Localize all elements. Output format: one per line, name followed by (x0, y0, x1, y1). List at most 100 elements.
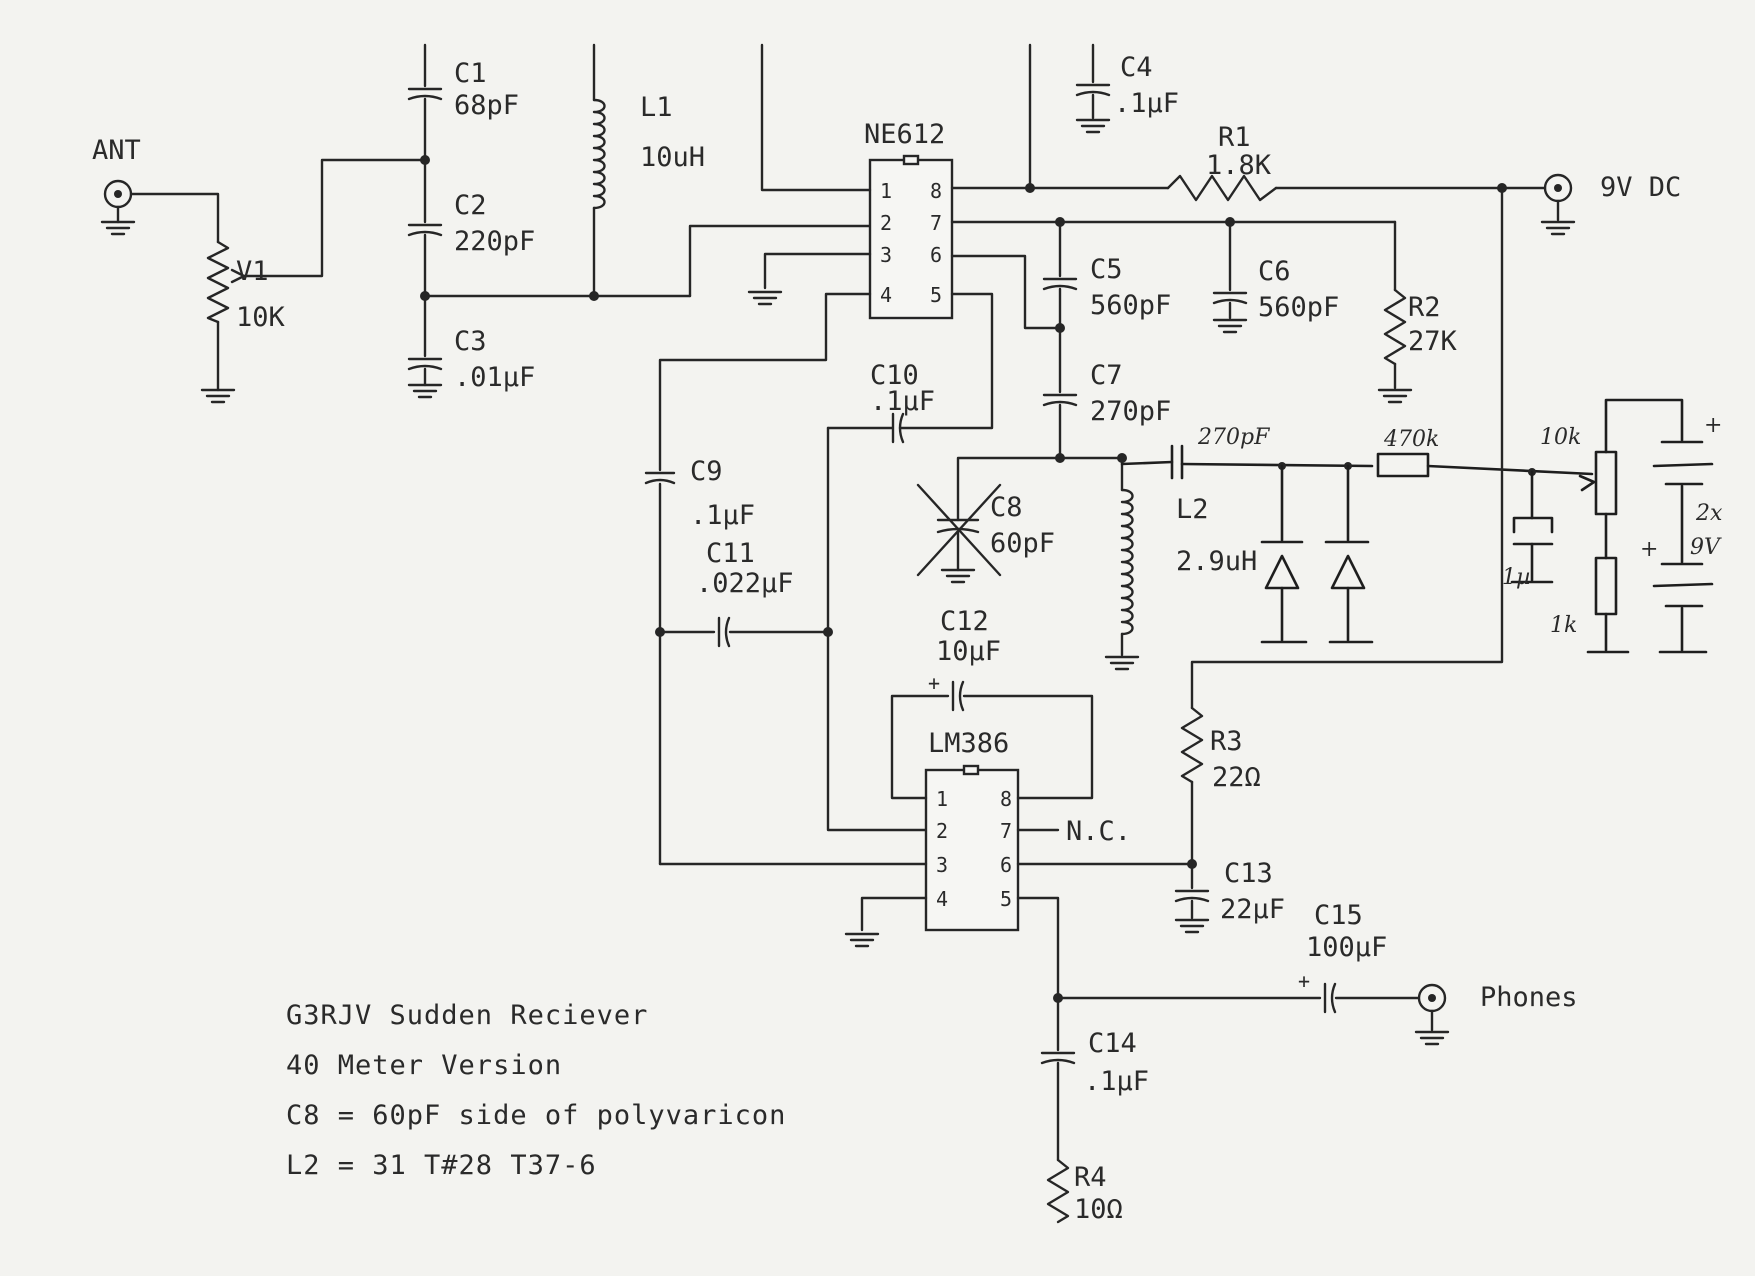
capacitor-c4 (1075, 83, 1111, 97)
c6-value: 560pF (1258, 292, 1339, 323)
pin-label: 1 (936, 787, 948, 811)
l2-value: 2.9uH (1176, 546, 1257, 577)
ground-icon (1212, 318, 1248, 334)
c7-ref: C7 (1090, 360, 1123, 391)
l1-value: 10uH (640, 142, 705, 173)
c13-value: 22µF (1220, 894, 1285, 925)
ground-icon (407, 383, 443, 399)
pin-label: 5 (1000, 887, 1012, 911)
c4-ref: C4 (1120, 52, 1153, 83)
c3-ref: C3 (454, 326, 487, 357)
pin-label: 5 (930, 283, 942, 307)
c10-ref: C10 (870, 360, 919, 391)
pin-label: 3 (936, 853, 948, 877)
capacitor-c12 (951, 680, 965, 712)
r4-value: 10Ω (1074, 1194, 1123, 1225)
hand-plus: + (1640, 537, 1658, 562)
polarity-mark: + (928, 671, 940, 695)
c1-ref: C1 (454, 58, 487, 89)
c2-value: 220pF (454, 226, 535, 257)
pin-label: 3 (880, 243, 892, 267)
c5-value: 560pF (1090, 290, 1171, 321)
resistor-r3 (1180, 706, 1204, 784)
dc-power-jack (1543, 173, 1573, 203)
pin-label: 7 (1000, 819, 1012, 843)
ground-icon (1174, 918, 1210, 934)
ground-icon (940, 568, 976, 584)
capacitor-c5 (1042, 277, 1078, 291)
c9-value: .1µF (690, 500, 755, 531)
l1-ref: L1 (640, 92, 673, 123)
hand-batt-count: 2x (1695, 501, 1723, 526)
capacitor-c2 (407, 223, 443, 237)
c15-value: 100µF (1306, 932, 1387, 963)
pin-label: 6 (930, 243, 942, 267)
c1-value: 68pF (454, 90, 519, 121)
ground-icon (200, 388, 236, 404)
hand-plus: + (1704, 413, 1722, 438)
c14-ref: C14 (1088, 1028, 1137, 1059)
ground-icon (844, 932, 880, 948)
ground-icon (100, 220, 136, 236)
ground-icon (1540, 220, 1576, 236)
pin-label: 6 (1000, 853, 1012, 877)
ground-icon (1377, 388, 1413, 404)
c8-ref: C8 (990, 492, 1023, 523)
capacitor-c9 (644, 471, 676, 485)
v1-ref: V1 (236, 256, 269, 287)
c2-ref: C2 (454, 190, 487, 221)
r4-ref: R4 (1074, 1162, 1107, 1193)
capacitor-c15 (1323, 982, 1337, 1014)
hand-pot-label: 10k (1540, 425, 1581, 450)
hand-batt-volt: 9V (1690, 535, 1722, 560)
antenna-jack (103, 179, 133, 209)
capacitor-c13 (1174, 889, 1210, 903)
c6-ref: C6 (1258, 256, 1291, 287)
c14-value: .1µF (1084, 1066, 1149, 1097)
c11-ref: C11 (706, 538, 755, 569)
c4-value: .1µF (1114, 88, 1179, 119)
phones-jack (1417, 983, 1447, 1013)
ground-icon (747, 290, 783, 306)
pin-label: 4 (936, 887, 948, 911)
c5-ref: C5 (1090, 254, 1123, 285)
resistor-r2 (1383, 288, 1407, 366)
variable-capacitor-c8 (916, 483, 1002, 577)
c15-ref: C15 (1314, 900, 1363, 931)
l2-ref: L2 (1176, 494, 1209, 525)
r3-value: 22Ω (1212, 762, 1261, 793)
resistor-r4 (1046, 1158, 1070, 1224)
nc-label: N.C. (1066, 816, 1131, 847)
r1-ref: R1 (1218, 122, 1251, 153)
note-line: L2 = 31 T#28 T37-6 (286, 1150, 597, 1181)
r2-ref: R2 (1408, 292, 1441, 323)
resistor-r1 (1166, 174, 1278, 202)
note-line: C8 = 60pF side of polyvaricon (286, 1100, 786, 1131)
r3-ref: R3 (1210, 726, 1243, 757)
dc-label: 9V DC (1600, 172, 1681, 203)
c13-ref: C13 (1224, 858, 1273, 889)
inductor-l2 (1120, 488, 1134, 636)
phones-label: Phones (1480, 982, 1578, 1013)
r2-value: 27K (1408, 326, 1458, 357)
pin-label: 2 (936, 819, 948, 843)
inductor-l1 (592, 98, 606, 210)
pin-label: 2 (880, 211, 892, 235)
c9-ref: C9 (690, 456, 723, 487)
note-title: G3RJV Sudden Reciever (286, 1000, 648, 1031)
capacitor-c7 (1042, 393, 1078, 407)
lm386-label: LM386 (928, 728, 1009, 759)
capacitor-c1 (407, 87, 443, 101)
r1-value: 1.8K (1206, 150, 1272, 181)
hand-res2-label: 1k (1550, 613, 1577, 638)
hand-cap2-label: 1µ (1502, 565, 1530, 590)
ground-icon (1075, 118, 1111, 134)
hand-res-label: 470k (1383, 427, 1439, 452)
ground-icon (1104, 655, 1140, 671)
pin-label: 4 (880, 283, 892, 307)
capacitor-c6 (1212, 291, 1248, 305)
c10-value: .1µF (870, 386, 935, 417)
capacitor-c11 (717, 616, 731, 648)
